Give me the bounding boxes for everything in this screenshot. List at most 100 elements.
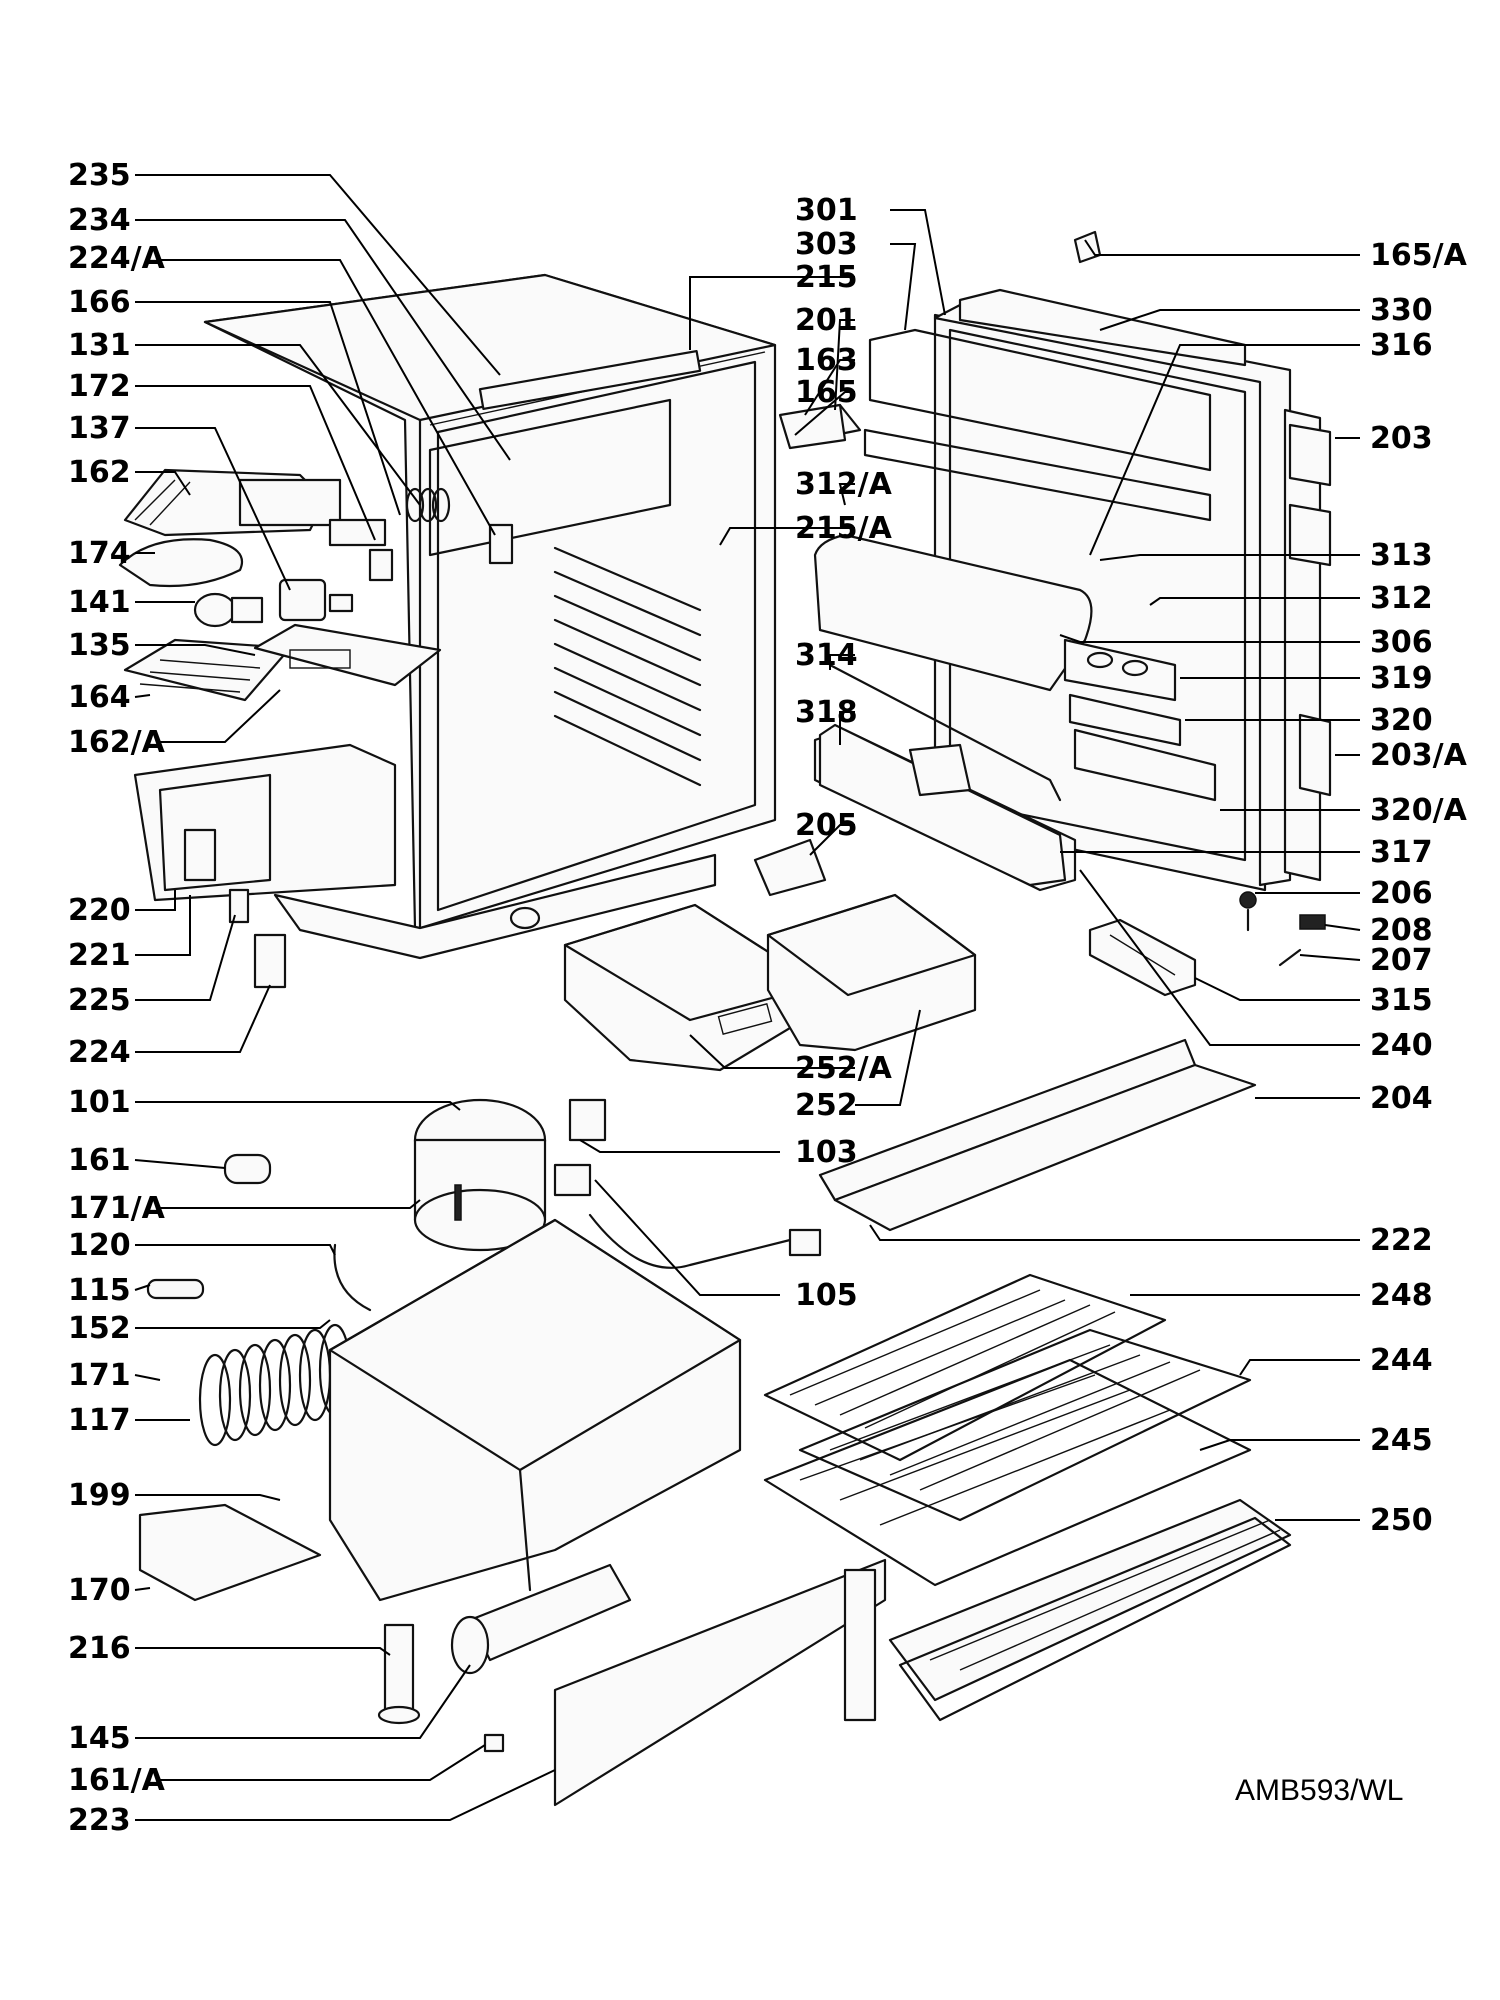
label-315: 315 <box>1370 983 1433 1018</box>
label-222: 222 <box>1370 1223 1433 1258</box>
screw <box>1278 948 1302 967</box>
label-171: 171 <box>68 1358 131 1393</box>
latch-block <box>1073 230 1102 264</box>
label-135: 135 <box>68 628 131 663</box>
crisper-large <box>766 893 977 1052</box>
label-170: 170 <box>68 1573 131 1608</box>
label-240: 240 <box>1370 1028 1433 1063</box>
lower-rail <box>833 1063 1257 1232</box>
label-320-a: 320/A <box>1370 793 1468 828</box>
label-221: 221 <box>68 938 131 973</box>
label-204: 204 <box>1370 1081 1433 1116</box>
label-205: 205 <box>795 808 858 843</box>
label-316: 316 <box>1370 328 1433 363</box>
label-303: 303 <box>795 227 858 262</box>
labels-center: 301 303 215 201 163 165 312/A 215/A 314 … <box>795 193 893 1313</box>
thermostat-housing <box>123 468 342 537</box>
bottle-shelf <box>818 723 1067 887</box>
label-223: 223 <box>68 1803 131 1838</box>
labels-left: 235 234 224/A 166 131 172 137 162 174 14… <box>68 158 166 1838</box>
label-163: 163 <box>795 343 858 378</box>
label-141: 141 <box>68 585 131 620</box>
freezer-door <box>133 743 397 902</box>
compressor <box>413 1098 547 1252</box>
hinge-pin <box>1299 914 1326 930</box>
door-seal-top <box>958 288 1247 367</box>
ice-tray <box>1088 918 1197 997</box>
label-206: 206 <box>1370 876 1433 911</box>
label-244: 244 <box>1370 1343 1433 1378</box>
control-panel <box>253 623 442 687</box>
label-216: 216 <box>68 1631 131 1666</box>
foot-screw <box>1239 891 1257 932</box>
door-handle-part <box>908 743 972 797</box>
label-162-a: 162/A <box>68 725 166 760</box>
label-330: 330 <box>1370 293 1433 328</box>
capacitor <box>223 1153 272 1185</box>
overload <box>553 1163 592 1197</box>
compressor-tray <box>328 1218 742 1602</box>
label-161: 161 <box>68 1143 131 1178</box>
label-201: 201 <box>795 303 858 338</box>
foot <box>377 1623 421 1725</box>
shelf-245 <box>763 1358 1252 1587</box>
label-301: 301 <box>795 193 858 228</box>
label-312-a: 312/A <box>795 467 893 502</box>
power-cord <box>588 1213 822 1269</box>
label-166: 166 <box>68 285 131 320</box>
thermostat-knob <box>278 578 354 622</box>
label-252: 252 <box>795 1088 858 1123</box>
drawing-code: AMB593/WL <box>1235 1774 1403 1807</box>
wire-rod <box>828 663 1062 802</box>
cabinet-body <box>203 273 777 960</box>
leader-lines <box>134 174 1361 1821</box>
label-203-a: 203/A <box>1370 738 1468 773</box>
label-317: 317 <box>1370 835 1433 870</box>
label-235: 235 <box>68 158 131 193</box>
door-hinge-small <box>228 888 287 989</box>
label-215: 215 <box>795 260 858 295</box>
label-152: 152 <box>68 1311 131 1346</box>
kickplate <box>553 1558 887 1807</box>
label-215-a: 215/A <box>795 511 893 546</box>
switch-bracket <box>328 518 394 582</box>
label-174: 174 <box>68 536 131 571</box>
labels-right: 165/A 330 316 203 313 312 306 319 320 20… <box>1370 238 1468 1538</box>
label-234: 234 <box>68 203 131 238</box>
label-105: 105 <box>795 1278 858 1313</box>
lamp-cover <box>118 538 243 588</box>
label-248: 248 <box>1370 1278 1433 1313</box>
evaporator-tube <box>450 1563 632 1675</box>
label-103: 103 <box>795 1135 858 1170</box>
label-252-a: 252/A <box>795 1051 893 1086</box>
condenser-coil <box>198 1323 352 1447</box>
label-224-a: 224/A <box>68 241 166 276</box>
label-164: 164 <box>68 680 131 715</box>
label-171-a: 171/A <box>68 1191 166 1226</box>
label-225: 225 <box>68 983 131 1018</box>
label-162: 162 <box>68 455 131 490</box>
door-hinge-upper <box>778 403 847 450</box>
label-312: 312 <box>1370 581 1433 616</box>
label-115: 115 <box>68 1273 131 1308</box>
side-panel <box>138 1503 322 1602</box>
label-306: 306 <box>1370 625 1433 660</box>
label-165: 165 <box>795 375 858 410</box>
relay <box>568 1098 607 1142</box>
label-131: 131 <box>68 328 131 363</box>
pipe <box>333 1243 372 1312</box>
label-199: 199 <box>68 1478 131 1513</box>
label-145: 145 <box>68 1721 131 1756</box>
shelf-248 <box>763 1273 1167 1462</box>
glass-shelf <box>888 1498 1292 1722</box>
label-117: 117 <box>68 1403 131 1438</box>
bulb <box>193 592 264 628</box>
label-250: 250 <box>1370 1503 1433 1538</box>
label-314: 314 <box>795 638 858 673</box>
shelf-ribs <box>553 546 702 787</box>
label-208: 208 <box>1370 913 1433 948</box>
label-137: 137 <box>68 411 131 446</box>
label-318: 318 <box>795 695 858 730</box>
shelf-244 <box>798 1328 1252 1522</box>
